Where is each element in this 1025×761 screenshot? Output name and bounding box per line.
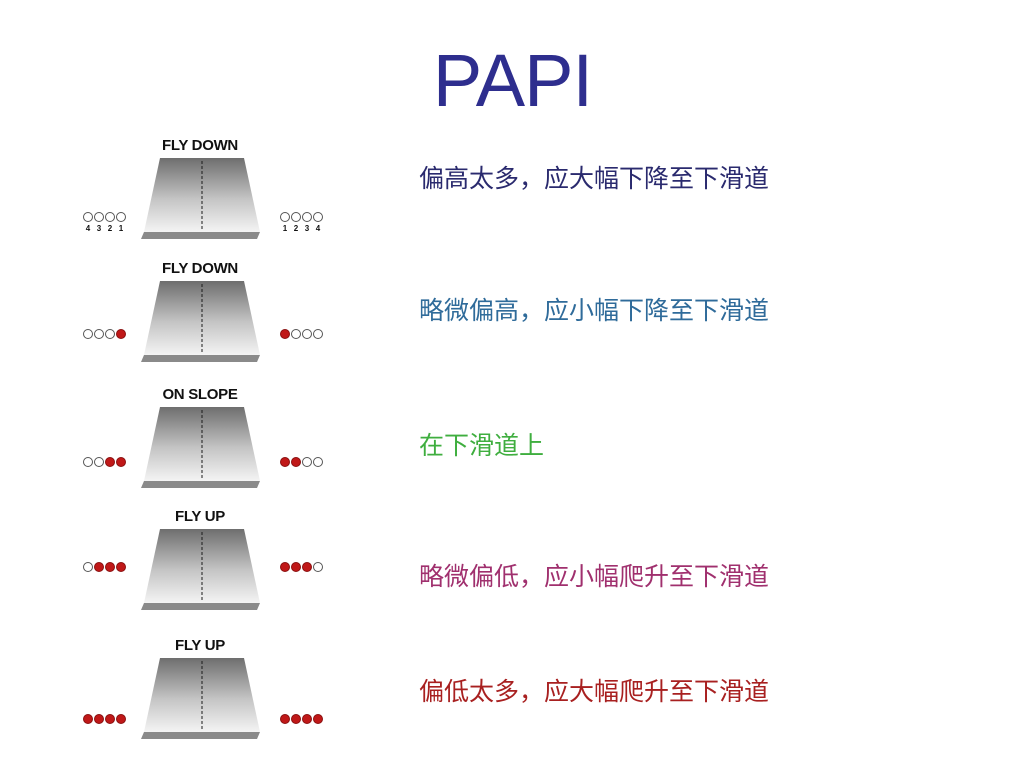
papi-light-red (302, 714, 312, 724)
papi-light-white (291, 212, 301, 222)
papi-lights-right (280, 560, 326, 574)
light-number: 2 (107, 224, 113, 233)
papi-light-red (94, 714, 104, 724)
papi-lights-right (280, 712, 326, 726)
papi-light-white (313, 329, 323, 339)
runway-surface (144, 281, 260, 355)
papi-light-red (291, 714, 301, 724)
runway-threshold-edge (141, 481, 260, 488)
papi-light-red (280, 329, 290, 339)
papi-light-red (105, 562, 115, 572)
papi-row: ON SLOPE 在下滑道上 (0, 386, 1025, 506)
papi-lights-right (280, 210, 326, 224)
papi-light-white (94, 329, 104, 339)
runway-threshold-edge (141, 603, 260, 610)
papi-light-red (280, 562, 290, 572)
indication-label: FLY DOWN (162, 260, 238, 277)
papi-lights-right (280, 455, 326, 469)
papi-row: FLY DOWN 略微偏高，应小幅下降至下滑道 (0, 260, 1025, 380)
papi-lights-left (83, 712, 129, 726)
papi-light-white (94, 457, 104, 467)
papi-light-red (105, 714, 115, 724)
papi-light-white (116, 212, 126, 222)
papi-light-white (83, 562, 93, 572)
papi-light-white (83, 329, 93, 339)
indication-label: FLY UP (175, 508, 225, 525)
papi-light-red (116, 714, 126, 724)
runway-threshold-edge (141, 732, 260, 739)
light-number: 1 (282, 224, 288, 233)
indication-description: 偏低太多，应大幅爬升至下滑道 (419, 677, 770, 706)
papi-light-red (83, 714, 93, 724)
papi-light-white (280, 212, 290, 222)
papi-light-white (83, 212, 93, 222)
runway-surface (144, 407, 260, 481)
papi-row: FLY UP 略微偏低，应小幅爬升至下滑道 (0, 508, 1025, 628)
runway-graphic (139, 158, 265, 240)
light-number: 3 (304, 224, 310, 233)
indication-description: 略微偏高，应小幅下降至下滑道 (419, 296, 770, 325)
papi-light-red (116, 329, 126, 339)
papi-lights-right (280, 327, 326, 341)
papi-light-red (291, 457, 301, 467)
indication-label: ON SLOPE (162, 386, 238, 403)
papi-light-red (105, 457, 115, 467)
papi-light-white (83, 457, 93, 467)
runway-graphic (139, 281, 265, 363)
indication-description: 在下滑道上 (419, 431, 545, 460)
papi-lights-left (83, 327, 129, 341)
papi-light-white (302, 457, 312, 467)
papi-row: FLY UP 偏低太多，应大幅爬升至下滑道 (0, 637, 1025, 757)
papi-light-red (291, 562, 301, 572)
papi-light-white (302, 329, 312, 339)
light-number: 4 (85, 224, 91, 233)
papi-light-red (280, 457, 290, 467)
runway-graphic (139, 658, 265, 740)
papi-light-white (291, 329, 301, 339)
runway-graphic (139, 529, 265, 611)
light-number: 4 (315, 224, 321, 233)
papi-light-white (302, 212, 312, 222)
light-number: 1 (118, 224, 124, 233)
papi-light-white (94, 212, 104, 222)
runway-surface (144, 158, 260, 232)
papi-light-red (94, 562, 104, 572)
papi-light-red (116, 562, 126, 572)
light-number: 3 (96, 224, 102, 233)
papi-lights-left (83, 210, 129, 224)
page-title: PAPI (432, 39, 593, 122)
indication-description: 偏高太多，应大幅下降至下滑道 (419, 164, 770, 193)
papi-lights-left (83, 560, 129, 574)
papi-light-white (105, 329, 115, 339)
papi-light-white (313, 212, 323, 222)
papi-light-white (313, 562, 323, 572)
light-number: 2 (293, 224, 299, 233)
indication-description: 略微偏低，应小幅爬升至下滑道 (419, 562, 770, 591)
papi-light-red (313, 714, 323, 724)
runway-surface (144, 658, 260, 732)
runway-threshold-edge (141, 232, 260, 239)
papi-light-white (313, 457, 323, 467)
indication-label: FLY UP (175, 637, 225, 654)
runway-surface (144, 529, 260, 603)
papi-light-red (116, 457, 126, 467)
indication-label: FLY DOWN (162, 137, 238, 154)
papi-light-white (105, 212, 115, 222)
papi-light-red (280, 714, 290, 724)
runway-graphic (139, 407, 265, 489)
papi-light-red (302, 562, 312, 572)
runway-threshold-edge (141, 355, 260, 362)
papi-lights-left (83, 455, 129, 469)
